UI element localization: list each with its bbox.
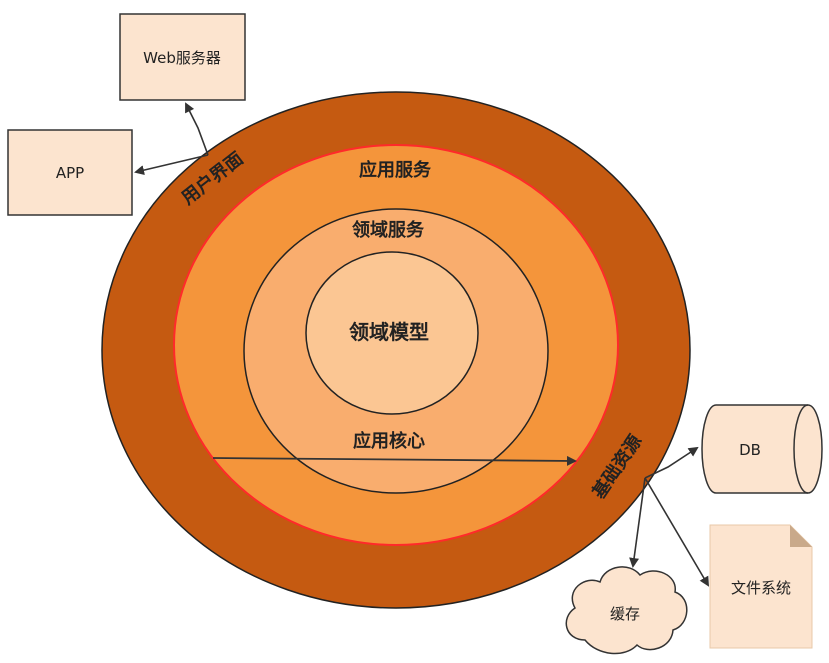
file-system-page-fold (790, 525, 812, 547)
app-node: APP (7, 129, 133, 216)
file-system-node: 文件系统 (709, 524, 813, 649)
db-cylinder-body (701, 404, 823, 494)
domain-model-circle (305, 251, 479, 415)
web-server-box (119, 13, 246, 101)
app-box (7, 129, 133, 216)
infra-to-db-arrow (644, 446, 699, 479)
domain-service-label: 领域服务 (352, 219, 425, 241)
db-label: DB (739, 441, 761, 459)
web-server-label: Web服务器 (143, 49, 221, 67)
application-core-arrow (212, 455, 577, 466)
domain-model-label: 领域模型 (349, 320, 429, 344)
ui-to-web-server-arrow (185, 102, 209, 156)
application-core-label: 应用核心 (353, 430, 425, 452)
cache-cloud-shape (565, 566, 688, 655)
file-system-page (709, 524, 813, 649)
db-cylinder-cap (793, 404, 809, 494)
infra-to-cache-arrow (629, 477, 646, 568)
infra-to-file-system-arrow (644, 477, 710, 587)
cache-label: 缓存 (610, 605, 640, 623)
ui-to-app-arrow (134, 154, 209, 176)
cache-node: 缓存 (565, 566, 688, 655)
db-node: DB (701, 404, 823, 494)
application-service-label: 应用服务 (359, 159, 432, 181)
app-label: APP (56, 164, 84, 182)
web-server-node: Web服务器 (119, 13, 246, 101)
file-system-label: 文件系统 (731, 579, 791, 597)
